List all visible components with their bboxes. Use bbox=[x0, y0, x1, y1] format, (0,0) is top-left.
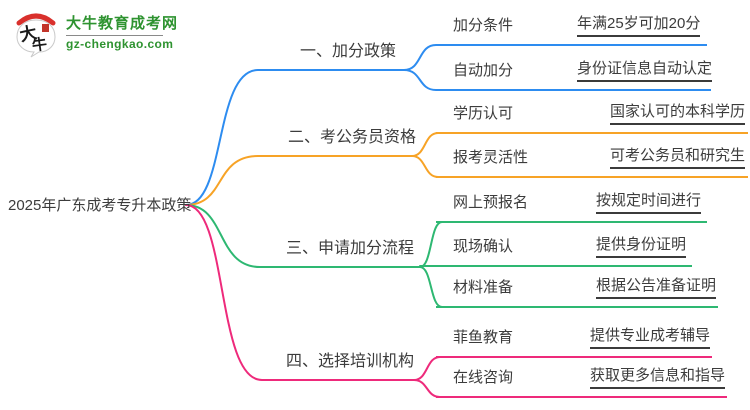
site-logo: 大 牛 大牛教育成考网 gz-chengkao.com bbox=[12, 8, 178, 58]
keyword-node: 学历认可 bbox=[453, 105, 514, 122]
value-node: 按规定时间进行 bbox=[596, 191, 702, 214]
branch-3-label: 三、申请加分流程 bbox=[285, 240, 414, 257]
branch-2-label: 二、考公务员资格 bbox=[287, 129, 416, 146]
logo-site-name: 大牛教育成考网 bbox=[66, 15, 179, 32]
branch-4-label: 四、选择培训机构 bbox=[285, 353, 414, 370]
keyword-node: 现场确认 bbox=[453, 238, 514, 255]
row-auto-bonus: 自动加分 身份证信息自动认定 bbox=[436, 59, 713, 91]
value-node: 国家认可的本科学历 bbox=[610, 102, 746, 125]
row-onsite-confirmation: 现场确认 提供身份证明 bbox=[436, 235, 692, 267]
value-node: 提供专业成考辅导 bbox=[590, 326, 711, 349]
value-node: 可考公务员和研究生 bbox=[610, 146, 746, 169]
value-node: 根据公告准备证明 bbox=[596, 276, 717, 299]
value-node: 年满25岁可加20分 bbox=[577, 14, 701, 37]
keyword-node: 网上预报名 bbox=[453, 194, 529, 211]
row-material-preparation: 材料准备 根据公告准备证明 bbox=[436, 276, 718, 308]
logo-divider bbox=[66, 35, 163, 36]
value-node: 获取更多信息和指导 bbox=[590, 366, 726, 389]
keyword-node: 在线咨询 bbox=[453, 369, 514, 386]
root-node: 2025年广东成考专升本政策 bbox=[8, 197, 192, 214]
branch-1-label: 一、加分政策 bbox=[299, 43, 396, 60]
daniu-logo-icon: 大 牛 bbox=[16, 13, 56, 58]
branch-1-lines bbox=[185, 44, 437, 206]
keyword-node: 加分条件 bbox=[453, 17, 514, 34]
row-feiyu-education: 菲鱼教育 提供专业成考辅导 bbox=[436, 326, 712, 358]
keyword-node: 菲鱼教育 bbox=[453, 329, 514, 346]
svg-text:大: 大 bbox=[18, 22, 39, 46]
row-online-consultation: 在线咨询 获取更多信息和指导 bbox=[436, 366, 727, 398]
svg-text:牛: 牛 bbox=[31, 35, 48, 55]
row-bonus-condition: 加分条件 年满25岁可加20分 bbox=[436, 14, 707, 46]
keyword-node: 材料准备 bbox=[453, 279, 514, 296]
keyword-node: 自动加分 bbox=[453, 62, 514, 79]
value-node: 提供身份证明 bbox=[596, 235, 687, 258]
row-apply-flexibility: 报考灵活性 可考公务员和研究生 bbox=[436, 146, 748, 178]
keyword-node: 报考灵活性 bbox=[453, 149, 529, 166]
value-node: 身份证信息自动认定 bbox=[577, 59, 713, 82]
row-online-preregistration: 网上预报名 按规定时间进行 bbox=[436, 191, 707, 223]
logo-domain-url: gz-chengkao.com bbox=[66, 37, 174, 51]
row-degree-recognition: 学历认可 国家认可的本科学历 bbox=[436, 102, 748, 134]
